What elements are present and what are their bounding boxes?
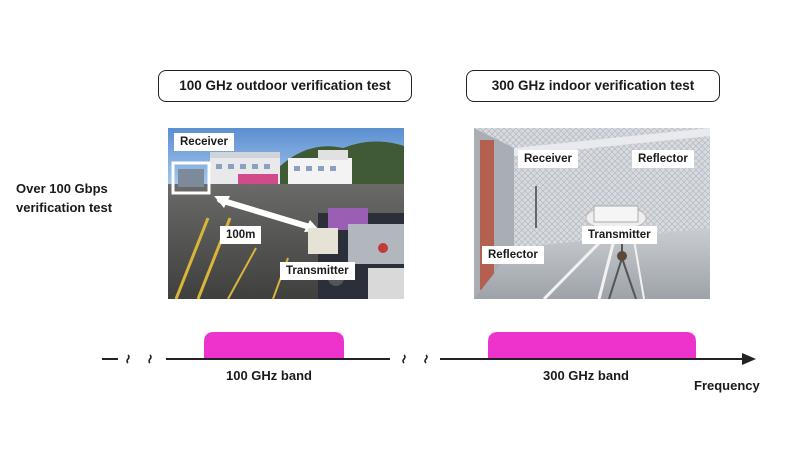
frequency-axis [102, 332, 756, 365]
receiver-tag-indoor: Receiver [518, 150, 578, 168]
distance-tag: 100m [220, 226, 262, 244]
transmitter-tag: Transmitter [280, 262, 355, 280]
axis-break-squiggle [402, 354, 406, 364]
axis-break-squiggle [126, 354, 130, 364]
reflector-tag-top: Reflector [632, 150, 694, 168]
receiver-tag: Receiver [174, 133, 234, 151]
band2-label: 300 GHz band [543, 368, 629, 383]
indoor-test-title: 300 GHz indoor verification test [466, 70, 720, 102]
test-category-label: Over 100 Gbps verification test [16, 179, 166, 217]
axis-break-squiggle [424, 354, 428, 364]
indoor-test-photo: Receiver Reflector Transmitter Reflector [474, 128, 710, 299]
reflector-tag-left: Reflector [482, 246, 544, 264]
side-label-line1: Over 100 Gbps [16, 181, 108, 196]
frequency-axis-label: Frequency [694, 378, 760, 393]
300ghz-band-shape [488, 332, 696, 360]
outdoor-test-photo: Receiver 100m Transmitter [168, 128, 404, 299]
100ghz-band-shape [204, 332, 344, 360]
side-label-line2: verification test [16, 200, 113, 215]
outdoor-test-title: 100 GHz outdoor verification test [158, 70, 412, 102]
axis-arrowhead [742, 353, 756, 365]
band1-label: 100 GHz band [226, 368, 312, 383]
axis-break-squiggle [148, 354, 152, 364]
transmitter-tag-indoor: Transmitter [582, 226, 657, 244]
